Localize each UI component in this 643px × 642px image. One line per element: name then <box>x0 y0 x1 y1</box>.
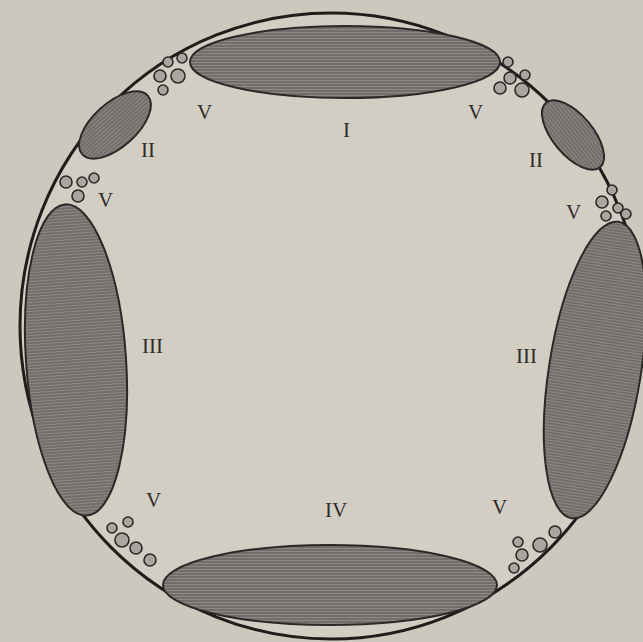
bundle-ii-left <box>68 79 163 171</box>
region-numeral: III <box>142 336 163 357</box>
region-numeral: V <box>98 190 113 211</box>
region-numeral: I <box>343 120 350 141</box>
region-numeral: V <box>492 497 507 518</box>
region-numeral: II <box>529 150 543 171</box>
bundle-i <box>190 26 500 98</box>
bundle-ii-right <box>531 90 616 180</box>
region-numeral: IV <box>325 500 347 521</box>
bundle-iii-right <box>526 215 643 526</box>
region-numeral: V <box>146 490 161 511</box>
region-numeral: II <box>141 140 155 161</box>
bundle-iv <box>163 545 497 625</box>
bundle-iii-left <box>15 201 137 519</box>
small-bundles <box>60 53 631 573</box>
region-numeral: V <box>566 202 581 223</box>
region-numeral: V <box>197 102 212 123</box>
region-numeral: V <box>468 102 483 123</box>
region-numeral: III <box>516 346 537 367</box>
